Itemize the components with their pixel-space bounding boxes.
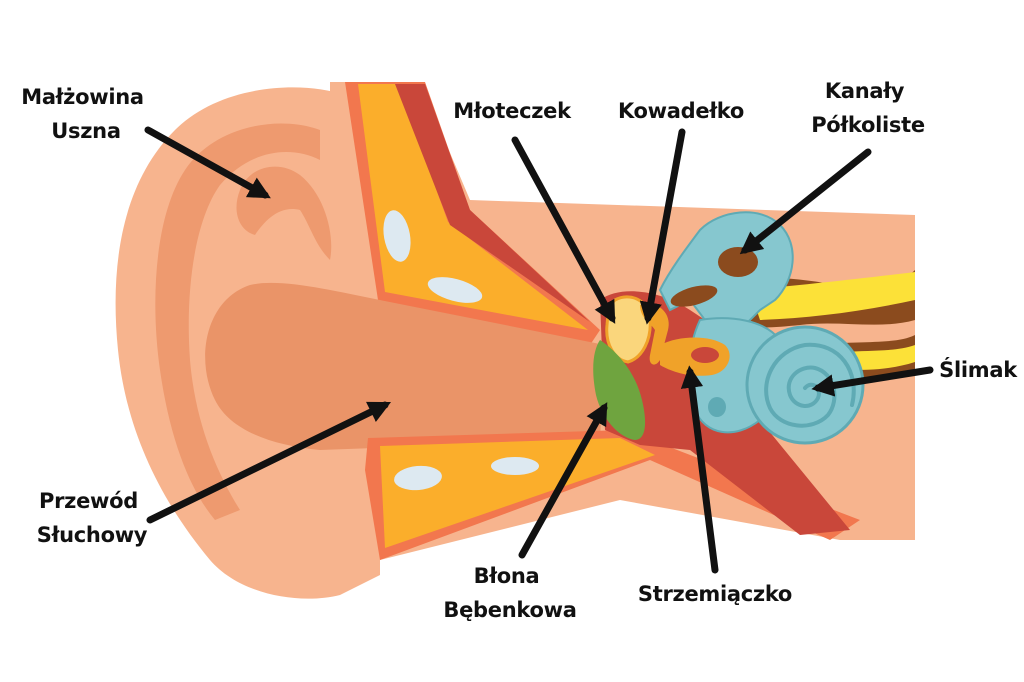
- bone-spot-4: [491, 457, 539, 475]
- label-ear-canal: Przewód Słuchowy: [37, 489, 148, 547]
- label-cochlea: Ślimak: [939, 357, 1018, 382]
- canal-hole-1: [718, 247, 758, 277]
- upper-muscle-strip: [395, 84, 590, 322]
- arrow-stapes: [680, 365, 719, 574]
- nerve-yellow-lower: [845, 345, 915, 370]
- arrow-semicircular-canals: [739, 148, 872, 255]
- canal-hole-2: [670, 285, 718, 307]
- nerve-yellow: [750, 272, 915, 320]
- ear-canal-shape: [205, 282, 606, 450]
- stapes-hole: [691, 347, 719, 363]
- bone-spot-3: [394, 465, 442, 491]
- label-incus: Kowadełko: [618, 99, 744, 123]
- bone-spot-2: [427, 277, 483, 303]
- pinna-inner-fold: [155, 123, 320, 520]
- oval-window: [708, 397, 726, 417]
- arrow-pinna: [144, 126, 271, 199]
- label-eardrum: Błona Bębenkowa: [443, 564, 576, 622]
- arrow-ear-canal: [146, 401, 392, 524]
- bone-spot-1: [383, 210, 411, 262]
- label-malleus: Młoteczek: [453, 99, 572, 123]
- upper-canal-wall-bone: [358, 84, 588, 330]
- arrow-incus: [639, 128, 686, 325]
- label-stapes: Strzemiączko: [638, 582, 792, 606]
- arrow-malleus: [511, 136, 616, 324]
- arrow-cochlea: [811, 366, 934, 397]
- cochlea-spiral: [764, 342, 856, 428]
- label-pinna: Małżowina Uszna: [21, 85, 151, 143]
- arrow-eardrum: [518, 402, 608, 559]
- pointer-arrows: [144, 126, 934, 574]
- lower-canal-wall-bone: [380, 438, 655, 548]
- label-semicircular-canals: Kanały Półkoliste: [811, 79, 925, 137]
